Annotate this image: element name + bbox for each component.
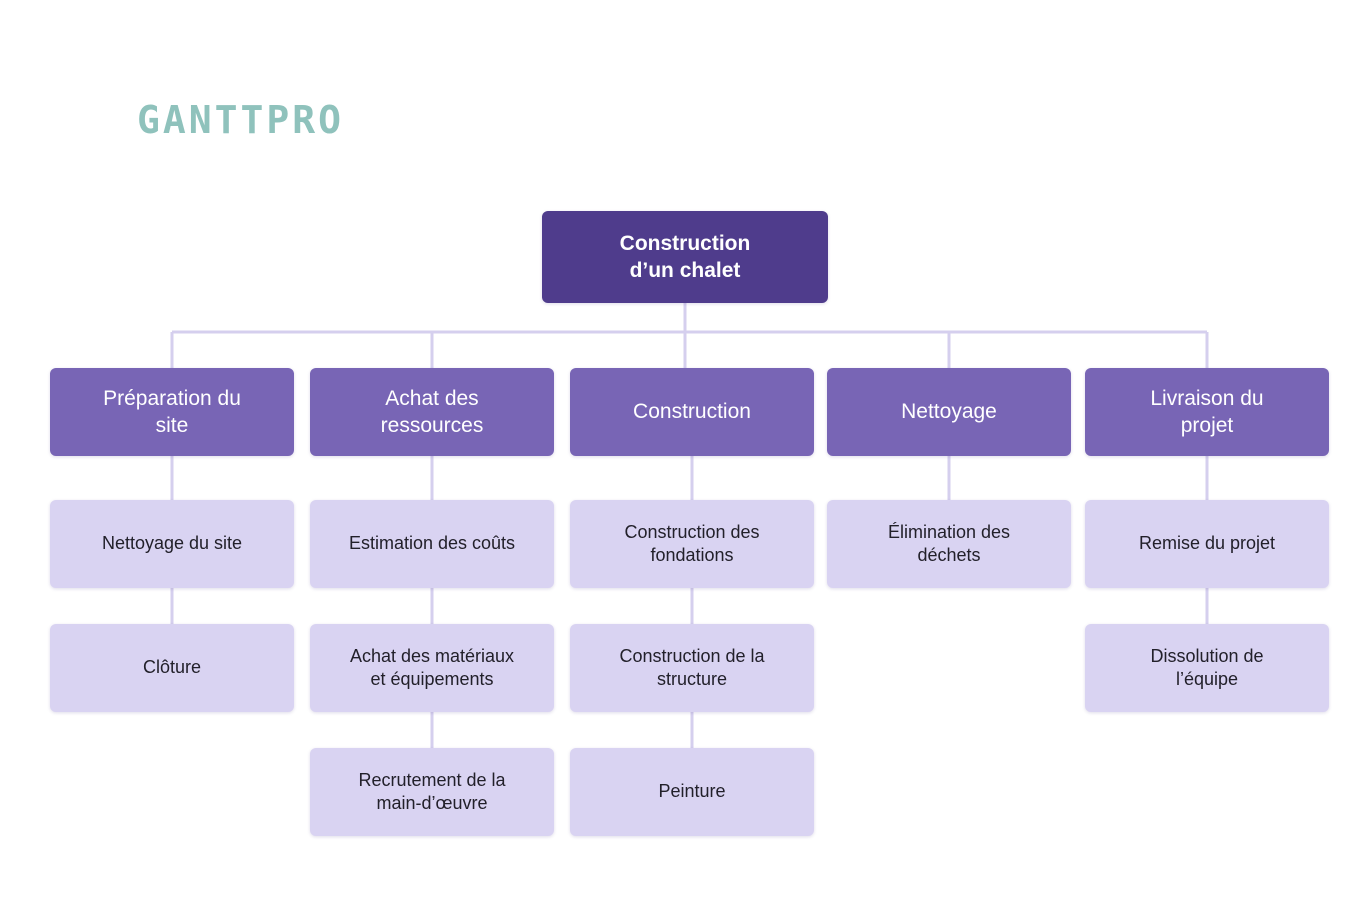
- node-label: Élimination des déchets: [887, 521, 1011, 565]
- ganttpro-logo: GANTTPRO: [137, 98, 345, 142]
- node-leaf-elimination-des-dechets[interactable]: Élimination des déchets: [827, 500, 1071, 588]
- node-branch-achat-des-ressources[interactable]: Achat des ressources: [310, 368, 554, 456]
- node-label: Construction des fondations: [624, 521, 760, 565]
- node-label: Remise du projet: [1138, 533, 1276, 554]
- node-leaf-nettoyage-du-site[interactable]: Nettoyage du site: [50, 500, 294, 588]
- node-label: Achat des ressources: [380, 386, 484, 437]
- node-label: Dissolution de l’équipe: [1150, 645, 1264, 689]
- node-leaf-construction-de-la-structure[interactable]: Construction de la structure: [570, 624, 814, 712]
- node-label: Nettoyage: [901, 400, 997, 424]
- node-label: Peinture: [658, 781, 726, 802]
- node-branch-livraison-du-projet[interactable]: Livraison du projet: [1085, 368, 1329, 456]
- node-label: Construction: [633, 400, 751, 424]
- node-leaf-remise-du-projet[interactable]: Remise du projet: [1085, 500, 1329, 588]
- node-label: Livraison du projet: [1150, 386, 1264, 437]
- node-label: Estimation des coûts: [348, 533, 516, 554]
- node-label: Construction de la structure: [619, 645, 765, 689]
- node-leaf-estimation-des-couts[interactable]: Estimation des coûts: [310, 500, 554, 588]
- node-leaf-construction-des-fondations[interactable]: Construction des fondations: [570, 500, 814, 588]
- node-label: Recrutement de la main-d’œuvre: [358, 769, 506, 813]
- node-leaf-dissolution-de-lequipe[interactable]: Dissolution de l’équipe: [1085, 624, 1329, 712]
- node-label: Clôture: [142, 657, 202, 678]
- node-branch-nettoyage[interactable]: Nettoyage: [827, 368, 1071, 456]
- node-branch-construction[interactable]: Construction: [570, 368, 814, 456]
- node-label: Préparation du site: [103, 386, 241, 437]
- node-leaf-peinture[interactable]: Peinture: [570, 748, 814, 836]
- node-leaf-cloture[interactable]: Clôture: [50, 624, 294, 712]
- node-root-construction-chalet[interactable]: Construction d’un chalet: [542, 211, 828, 303]
- node-leaf-recrutement-de-la-main-doeuvre[interactable]: Recrutement de la main-d’œuvre: [310, 748, 554, 836]
- node-leaf-achat-des-materiaux-et-equipements[interactable]: Achat des matériaux et équipements: [310, 624, 554, 712]
- node-label: Achat des matériaux et équipements: [349, 645, 515, 689]
- node-label: Nettoyage du site: [101, 533, 243, 554]
- node-branch-preparation-du-site[interactable]: Préparation du site: [50, 368, 294, 456]
- node-label: Construction d’un chalet: [619, 231, 751, 282]
